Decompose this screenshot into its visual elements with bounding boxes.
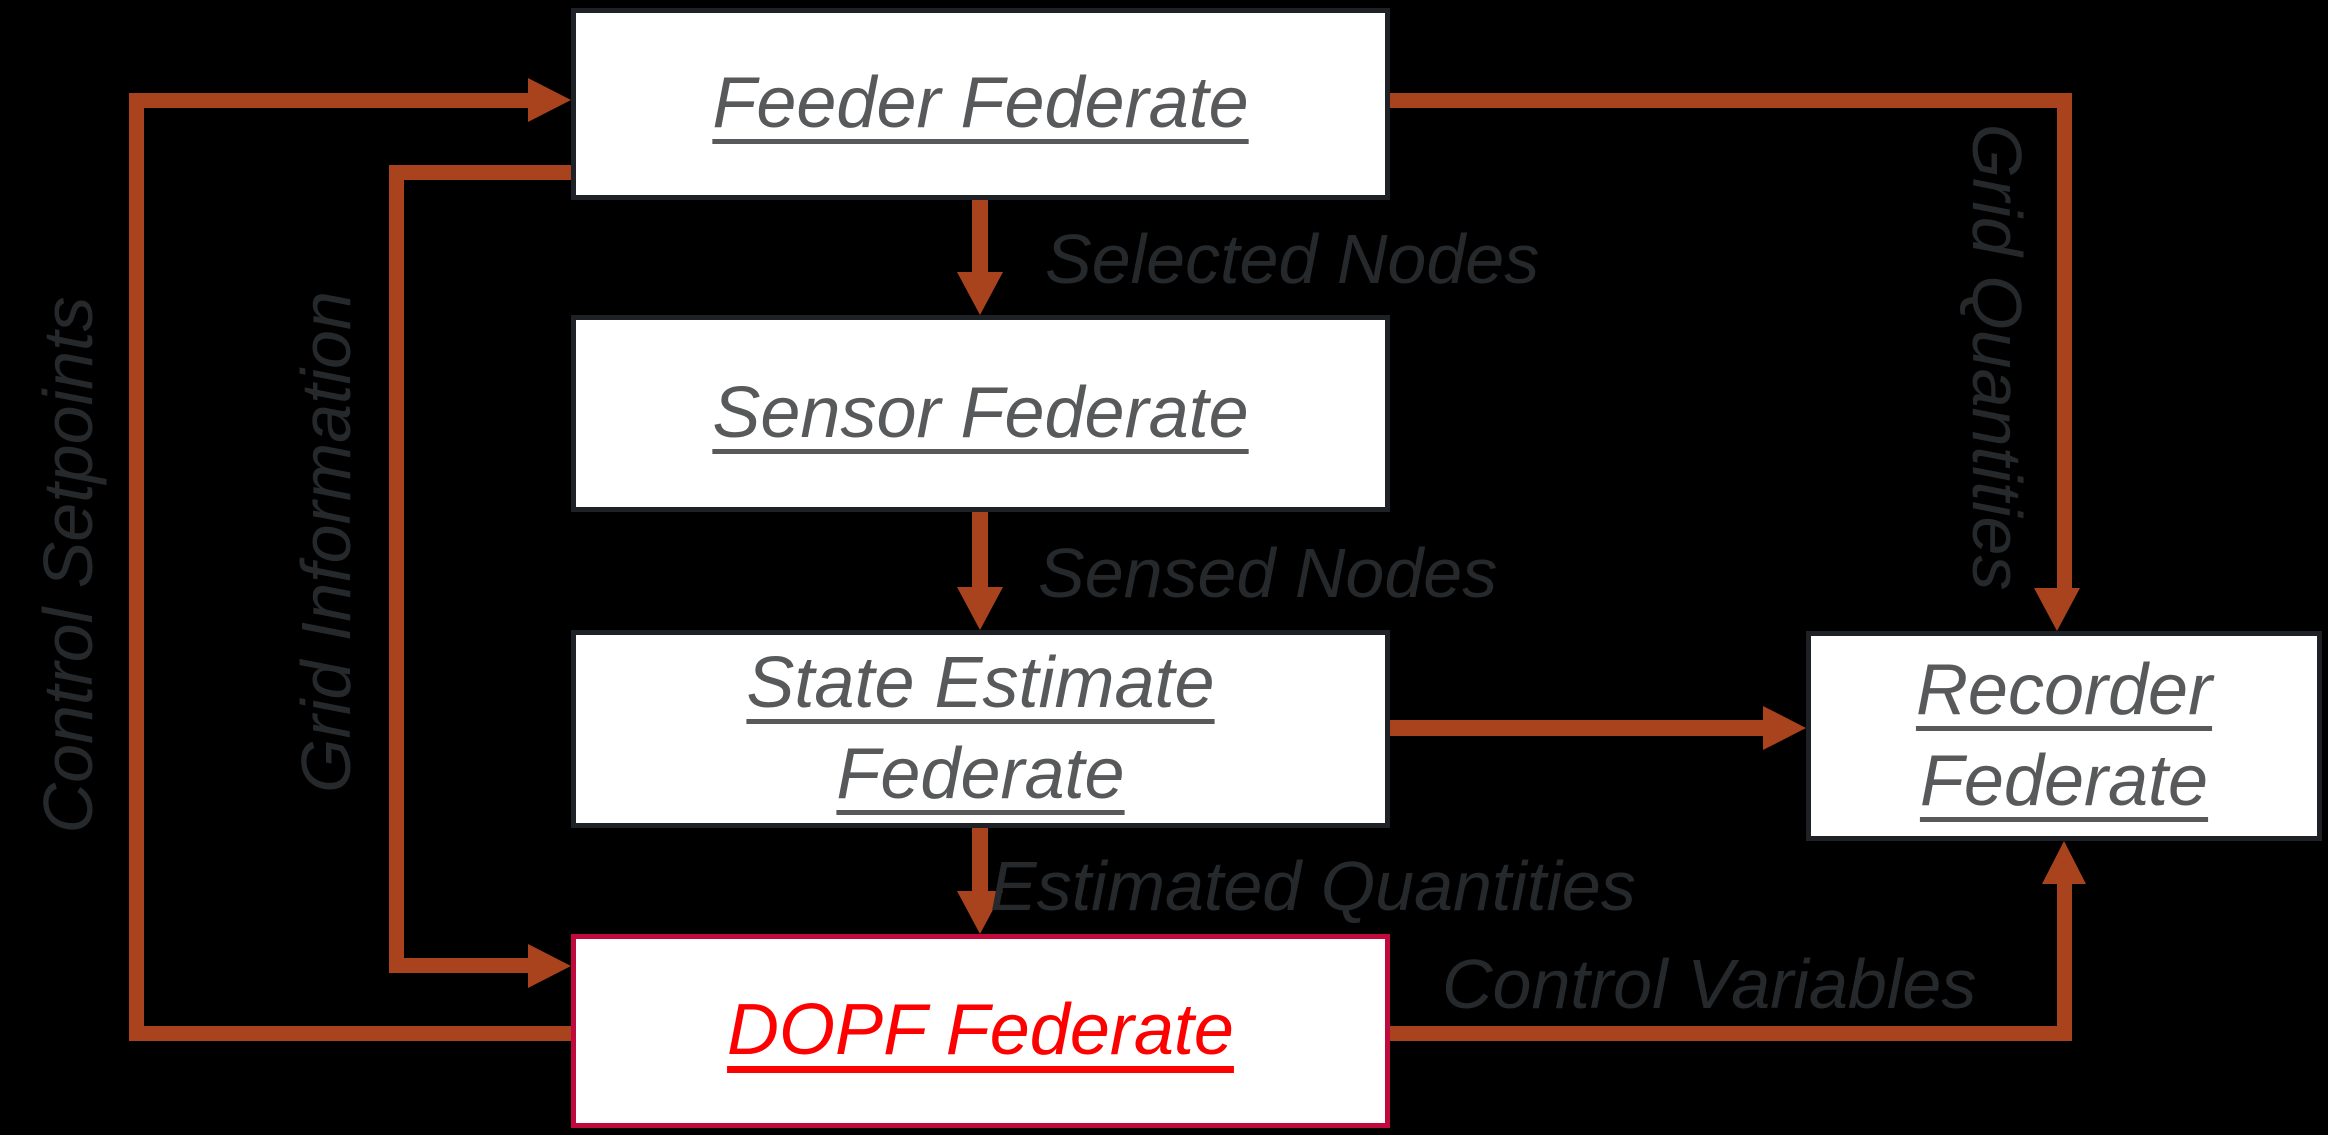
estimated-quantities-label: Estimated Quantities: [990, 847, 1636, 925]
sensor-federate-box: Sensor Federate: [571, 315, 1390, 512]
grid-quantities-label: Grid Quantities: [1958, 123, 2036, 591]
control-variables-label: Control Variables: [1442, 945, 1977, 1023]
arrowhead-down-icon: [957, 272, 1003, 315]
dopf-federate-label: DOPF Federate: [727, 990, 1234, 1071]
recorder-federate-label: Recorder Federate: [1915, 649, 2213, 821]
arrow-shaft: [136, 1026, 571, 1041]
arrowhead-down-icon: [957, 891, 1003, 934]
arrow-shaft: [2057, 93, 2072, 588]
arrowhead-up-icon: [2042, 841, 2086, 884]
arrow-shaft: [1390, 1026, 2072, 1041]
arrow-shaft: [972, 200, 988, 272]
dopf-federate-box: DOPF Federate: [571, 934, 1390, 1128]
control-setpoints-label: Control Setpoints: [29, 296, 107, 834]
feeder-federate-box: Feeder Federate: [571, 8, 1390, 200]
sensor-federate-label: Sensor Federate: [712, 372, 1249, 453]
recorder-federate-box: Recorder Federate: [1806, 631, 2322, 841]
arrowhead-down-icon: [957, 587, 1003, 630]
arrow-shaft: [2057, 884, 2072, 1041]
feeder-federate-label: Feeder Federate: [712, 63, 1249, 144]
arrowhead-down-icon: [2034, 588, 2080, 631]
sensed-nodes-label: Sensed Nodes: [1038, 534, 1498, 612]
arrow-shaft: [389, 165, 404, 973]
arrow-shaft: [129, 93, 144, 1041]
state-estimate-federate-label: State Estimate Federate: [746, 642, 1215, 814]
arrowhead-right-icon: [1763, 706, 1806, 750]
selected-nodes-label: Selected Nodes: [1045, 220, 1540, 298]
arrowhead-right-icon: [528, 78, 571, 122]
arrow-shaft: [389, 958, 528, 973]
arrowhead-right-icon: [528, 944, 571, 988]
arrow-shaft: [1390, 93, 2072, 108]
state-estimate-federate-box: State Estimate Federate: [571, 630, 1390, 828]
grid-information-label: Grid Information: [287, 291, 365, 793]
arrow-shaft: [972, 512, 988, 587]
arrow-shaft: [972, 828, 988, 891]
arrow-shaft: [129, 93, 528, 108]
arrow-shaft: [1390, 720, 1763, 736]
arrow-shaft: [389, 165, 571, 180]
